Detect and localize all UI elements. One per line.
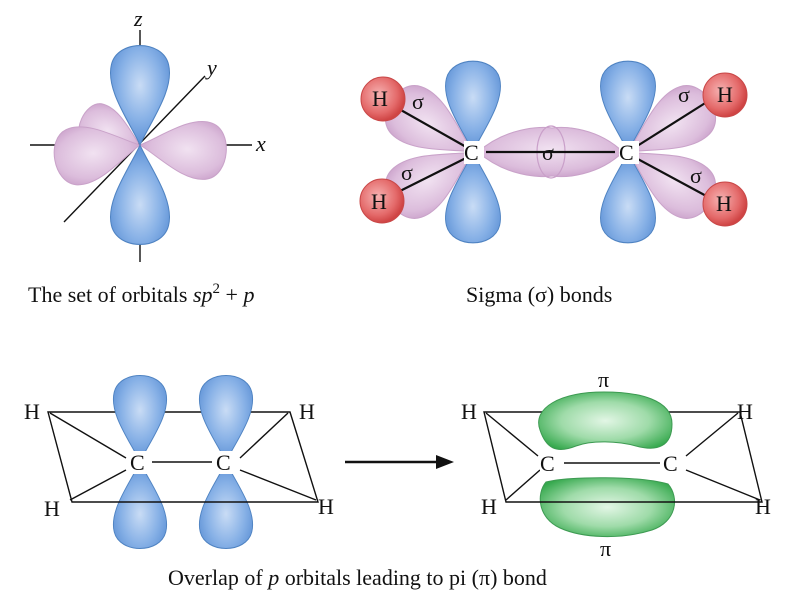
bond-c6-h-upper	[685, 412, 739, 457]
carbon-4-label: C	[216, 450, 231, 475]
caption-sp2-plus: +	[220, 282, 243, 307]
bond-c4-h-lower	[239, 469, 317, 501]
bond-c4-h-upper	[239, 412, 289, 459]
carbon-5-label: C	[540, 451, 555, 476]
pi-lobe-top	[538, 391, 673, 450]
hydrogen-11-label: H	[737, 399, 753, 424]
sigma-label-h4: σ	[690, 163, 702, 188]
caption-sp2-p: The set of orbitals sp2 + p	[28, 281, 254, 307]
bond-c3-h-upper	[49, 412, 127, 459]
arrow-head	[436, 455, 454, 469]
axis-label-x: x	[255, 131, 266, 156]
sigma-label-h2: σ	[401, 160, 413, 185]
panel-p-orbitals: C C H H H H	[24, 375, 334, 549]
hydrogen-7-label: H	[299, 399, 315, 424]
panel-sigma-bonds: H H H H C C σ σ σ σ σ Sigma (σ) bonds	[359, 60, 748, 307]
carbon-6-bg	[663, 452, 683, 475]
hydrogen-9-label: H	[461, 399, 477, 424]
bond-c6-h-lower	[685, 469, 761, 501]
caption-pi-suffix: orbitals leading to pi (π) bond	[279, 565, 547, 590]
caption-sp2-sup: 2	[213, 281, 221, 297]
hydrogen-5-label: H	[24, 399, 40, 424]
carbon-2-label: C	[619, 140, 634, 165]
hydrogen-8-label: H	[318, 494, 334, 519]
carbon-3-bg	[130, 451, 150, 474]
caption-sp2-p: p	[241, 282, 254, 307]
hydrogen-3	[702, 72, 748, 118]
caption-sigma-bonds: Sigma (σ) bonds	[466, 282, 612, 307]
sigma-label-h3: σ	[678, 82, 690, 107]
carbon-5-bg	[540, 452, 560, 475]
reaction-arrow	[345, 455, 454, 469]
bond-c1-h2	[391, 156, 469, 196]
caption-sp2-prefix: The set of orbitals	[28, 282, 193, 307]
carbon-1-label: C	[464, 140, 479, 165]
carbon-1-bg	[464, 141, 484, 164]
panel-pi-bond: C C H H H H π π	[461, 367, 771, 561]
bond-c5-h-upper	[485, 412, 539, 457]
bond-c2-h4	[633, 156, 711, 199]
hydrogen-1-label: H	[372, 86, 388, 111]
hydrogen-4-label: H	[716, 191, 732, 216]
sigma-label-cc: σ	[542, 140, 554, 165]
hydrogen-2	[359, 178, 405, 224]
bond-c1-h1	[391, 104, 469, 149]
panel-sp2-plus-p: z y x The set of orbitals sp2 + p	[28, 6, 266, 307]
caption-pi-p: p	[266, 565, 279, 590]
pi-label-bottom: π	[600, 536, 611, 561]
carbon-2-bg	[619, 141, 639, 164]
bond-c3-h-lower	[69, 469, 127, 501]
carbon-3-label: C	[130, 450, 145, 475]
axis-label-y: y	[205, 55, 217, 80]
sigma-label-h1: σ	[412, 89, 424, 114]
axis-label-z: z	[133, 6, 143, 31]
pi-label-top: π	[598, 367, 609, 392]
pi-lobe-bottom	[539, 477, 676, 537]
hydrogen-2-label: H	[371, 189, 387, 214]
hydrogen-6-label: H	[44, 496, 60, 521]
carbon-4-bg	[216, 451, 236, 474]
caption-sp2-sp: sp	[193, 282, 213, 307]
molecular-plane-left	[47, 411, 319, 503]
carbon-6-label: C	[663, 451, 678, 476]
hydrogen-1	[360, 76, 406, 122]
hydrogen-12-label: H	[755, 494, 771, 519]
caption-pi-bond: Overlap of p orbitals leading to pi (π) …	[168, 565, 547, 590]
bond-c5-h-lower	[505, 469, 541, 501]
hydrogen-10-label: H	[481, 494, 497, 519]
hydrogen-4	[702, 181, 748, 227]
hydrogen-3-label: H	[717, 82, 733, 107]
bond-c2-h3	[633, 99, 711, 149]
caption-pi-prefix: Overlap of	[168, 565, 268, 590]
